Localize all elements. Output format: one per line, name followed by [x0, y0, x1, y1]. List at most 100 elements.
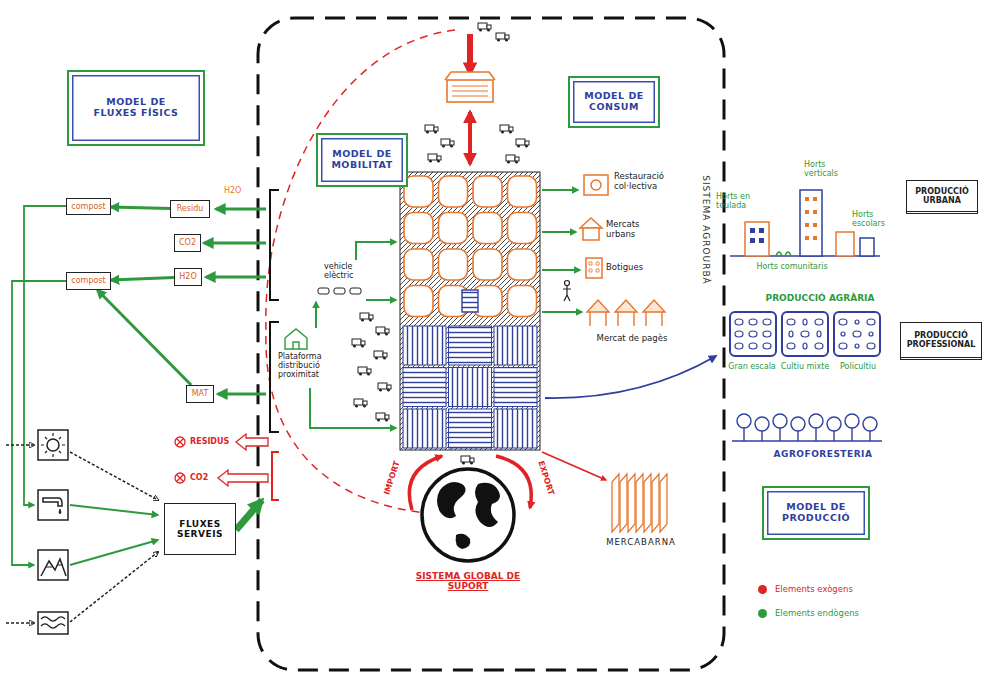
node-text: compost: [71, 276, 105, 285]
farm-plots: [763, 343, 771, 349]
farm-plots: [853, 331, 861, 337]
city-cells: [403, 409, 446, 448]
consumption-icons: [584, 175, 608, 195]
consumption-icons: [580, 218, 602, 228]
trucks: [354, 399, 367, 408]
farm-plots: [735, 343, 743, 349]
import-export-arrows: [409, 452, 606, 510]
model-box: MODEL DE FLUXES FÍSICS: [67, 70, 205, 146]
green-flow-arrows: [236, 500, 262, 530]
emission-label: CO2: [190, 473, 208, 482]
city-cells: [439, 176, 468, 207]
farm-plots: [867, 319, 875, 325]
production-box: PRODUCCIÓ PROFESSIONAL: [900, 322, 982, 360]
supermarket-icon: [468, 112, 472, 164]
trucks: [461, 456, 474, 465]
flow-direction-label: IMPORT: [382, 460, 402, 496]
ecosystem-icons: [46, 565, 63, 567]
trucks: [496, 33, 509, 42]
support-dashed-curve: [266, 30, 455, 514]
place-label: MERCABARNA: [594, 538, 688, 548]
node-text: H2O: [179, 272, 196, 281]
agroforestry-trees: [845, 414, 859, 428]
flow-box: CO2: [174, 234, 201, 252]
agroforestry-trees: [779, 428, 780, 441]
trucks: [478, 23, 491, 32]
ecosystem-icons: [38, 612, 68, 634]
green-flow-arrows: [218, 393, 266, 396]
warehouse-icon: [612, 474, 667, 532]
urban-gardens: [800, 190, 822, 256]
supermarket-icon: [445, 72, 495, 80]
trucks: [425, 125, 438, 134]
consumption-arrows: [542, 311, 582, 313]
warehouse-icon: [620, 474, 627, 532]
green-flow-arrows: [70, 505, 158, 515]
city-cells: [404, 176, 433, 207]
city-cells: [403, 368, 446, 407]
electric-vehicles: [318, 288, 329, 294]
flow-arrow: [111, 207, 170, 208]
farm-plots: [782, 312, 828, 356]
urban-gardens: [836, 232, 854, 256]
earth-globe: [475, 483, 500, 527]
service-input-arrows: [70, 452, 158, 500]
city-cells: [508, 176, 537, 207]
electric-vehicles: [350, 288, 361, 294]
agroforestry-trees: [863, 417, 877, 431]
platform-label: Plataforma distribució proximitat: [278, 352, 342, 380]
garden-label: Horts comunitaris: [752, 262, 832, 271]
city-cells: [404, 286, 433, 317]
ecosystem-icons: [38, 490, 68, 520]
node-text: Residu: [177, 204, 204, 213]
warehouse-icon: [628, 474, 635, 532]
production-arrow: [545, 356, 716, 398]
farm-plots: [730, 312, 880, 356]
person-icon: [563, 286, 571, 301]
farm-plots: [730, 312, 776, 356]
earth-globe: [437, 482, 466, 518]
farm-plots: [787, 319, 795, 325]
city-cells: [439, 213, 468, 244]
market-tents: [587, 300, 609, 326]
farm-plots: [834, 312, 880, 356]
city-cells: [449, 409, 492, 448]
earth-globe: [422, 469, 514, 561]
production-label: PRODUCCIÓ AGRÀRIA: [758, 293, 882, 303]
farm-plots: [839, 343, 847, 349]
node-text: PRODUCCIÓ URBANA: [911, 187, 973, 205]
node-text: FLUXES SERVEIS: [170, 519, 230, 540]
flow-box: H2O: [174, 268, 202, 286]
city-cells: [473, 176, 502, 207]
production-box: PRODUCCIÓ URBANA: [906, 180, 978, 214]
trucks: [500, 125, 513, 134]
mobility-arrows: [366, 299, 396, 301]
input-brackets: [270, 322, 279, 432]
city-grid: [400, 172, 540, 450]
support-dashed-curve: [266, 30, 455, 514]
consumption-arrows: [542, 269, 580, 271]
node-text: MAT: [192, 389, 209, 398]
trucks: [376, 327, 389, 336]
urban-gardens: [860, 238, 874, 256]
exogenous-output-arrows: [236, 434, 268, 450]
input-brackets: [270, 190, 279, 500]
compost-box: compost: [66, 272, 111, 290]
city-cells: [508, 286, 537, 317]
city-cells: [462, 290, 478, 312]
legend-text: Elements exògens: [775, 584, 853, 594]
trucks: [352, 23, 529, 465]
flow-label: H2O: [224, 186, 241, 195]
consumption-icons: [583, 228, 599, 240]
trucks: [376, 413, 389, 422]
green-flow-arrows: [216, 208, 266, 211]
city-cells: [449, 368, 492, 407]
trucks: [516, 139, 529, 148]
exogenous-output-arrows: [175, 434, 268, 486]
ecosystem-icons: [41, 617, 65, 628]
import-export-arrows: [496, 456, 531, 508]
exogenous-output-arrows: [175, 437, 185, 447]
input-brackets: [270, 190, 279, 300]
farm-plots: [801, 331, 809, 337]
